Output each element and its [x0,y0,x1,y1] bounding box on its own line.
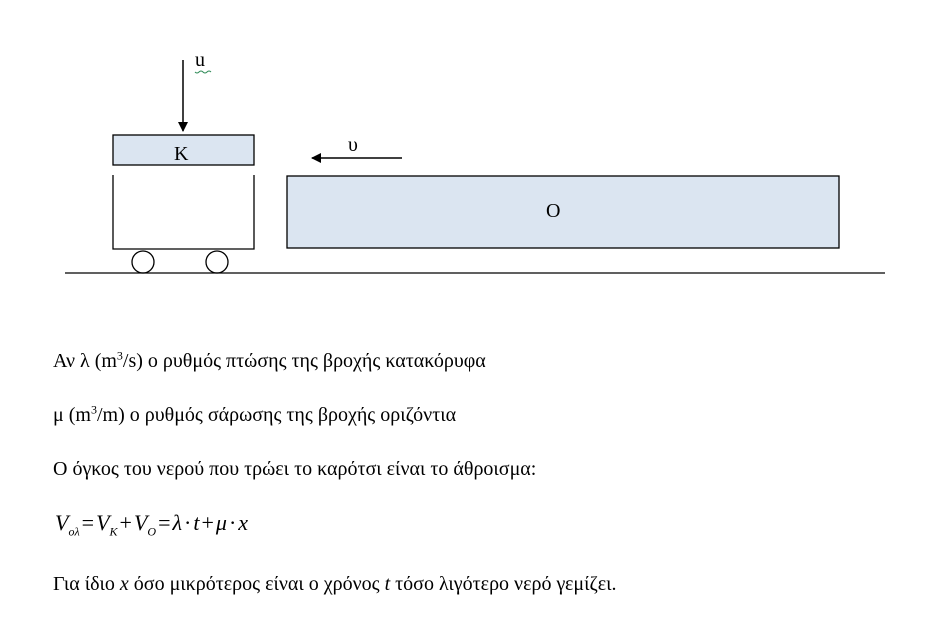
label-u-underline [194,70,212,74]
cart-body [112,175,255,250]
line1-pre: Αν λ (m [53,350,117,372]
cart-wheel-right [205,250,229,274]
volume-formula: Vολ=VK+VO=λ·t+μ·x [55,510,248,539]
formula-dot1: · [184,510,192,535]
label-u: u [195,49,205,71]
block-k-label: K [174,143,189,165]
text-line-conclusion: Για ίδιο x όσο μικρότερος είναι ο χρόνος… [53,572,617,596]
formula-eq2: = [158,510,171,535]
formula-v-o: V [133,510,148,535]
text-line-rain-horizontal: μ (m3/m) ο ρυθμός σάρωσης της βροχής ορι… [53,403,456,427]
line4-a: Για ίδιο [53,573,120,595]
formula-sub-o: O [147,524,157,539]
formula-v-k: V [96,510,110,535]
block-o-label: O [546,200,560,222]
formula-eq1: = [81,510,95,535]
block-o [286,175,840,249]
label-v: υ [348,134,358,156]
line4-b: όσο μικρότερος είναι ο χρόνος [128,573,385,595]
text-line-volume-sum: Ο όγκος του νερού που τρώει το καρότσι ε… [53,458,537,480]
line2-sup: 3 [90,402,97,417]
formula-v-total: V [55,510,69,535]
formula-plus2: + [201,510,214,535]
formula-mu: μ [215,510,227,535]
block-k [112,134,255,166]
line2-post: /m) ο ρυθμός σάρωσης της βροχής οριζόντι… [96,404,457,426]
cart-diagram: u K υ O [65,49,885,274]
line2-pre: μ (m [53,404,91,426]
line4-x: x [119,573,129,595]
line1-post: /s) ο ρυθμός πτώσης της βροχής κατακόρυφ… [122,350,486,372]
cart-wheel-left [131,250,155,274]
text-line-rain-vertical: Αν λ (m3/s) ο ρυθμός πτώσης της βροχής κ… [53,349,486,373]
line4-t: t [384,573,391,595]
formula-sub-total: ολ [68,524,80,539]
formula-t: t [193,510,200,535]
formula-plus1: + [119,510,132,535]
formula-x: x [238,510,249,535]
formula-lambda: λ [172,510,183,535]
line1-sup: 3 [116,348,123,363]
formula-sub-k: K [109,524,118,539]
formula-dot2: · [228,510,237,535]
line4-c: τόσο λιγότερο νερό γεμίζει. [390,573,617,595]
